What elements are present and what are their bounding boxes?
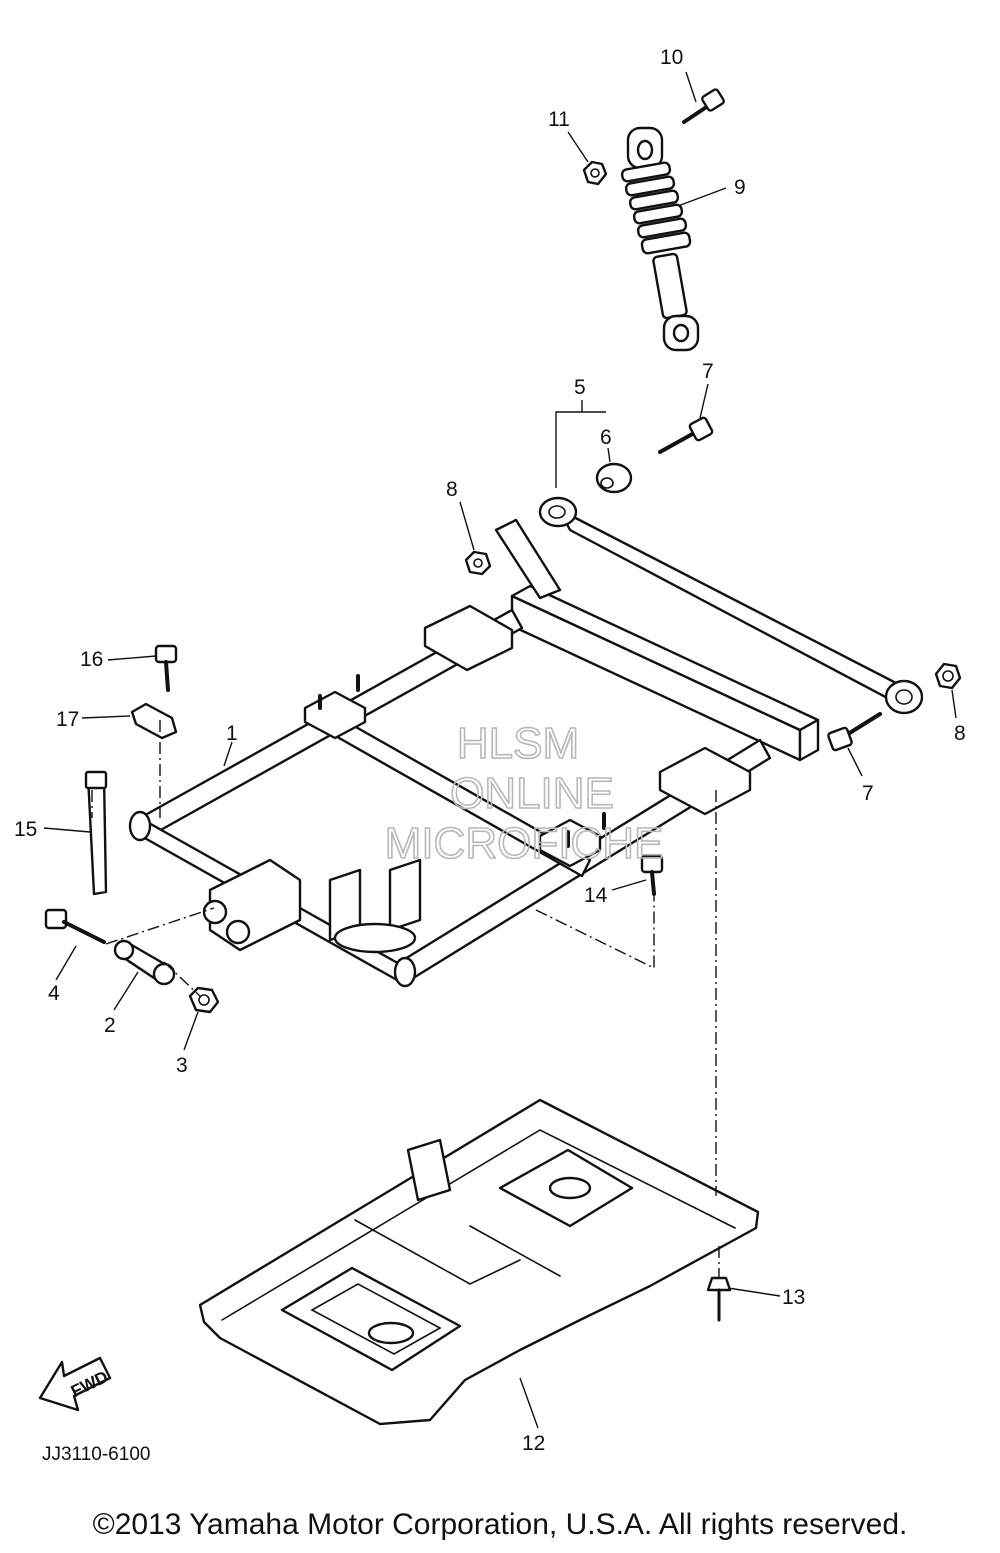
- callout-4: 4: [48, 982, 60, 1005]
- clamp-17[interactable]: [130, 702, 178, 740]
- callout-labels: 1 2 3 4 5 6 7 7 8 8 9 10 11 12 13 14 15 …: [14, 46, 966, 1455]
- bolt-16[interactable]: [154, 644, 178, 692]
- watermark-line-2: ONLINE: [450, 769, 614, 818]
- callout-8-right: 8: [954, 722, 966, 745]
- callout-7-lower: 7: [862, 782, 874, 805]
- frame[interactable]: [128, 518, 820, 988]
- bolt-10[interactable]: [682, 88, 725, 124]
- bolt-14[interactable]: [640, 854, 664, 896]
- callout-9: 9: [734, 176, 746, 199]
- callout-15: 15: [14, 818, 37, 841]
- watermark: HLSM ONLINE MICROFICHE: [384, 718, 664, 869]
- callout-6: 6: [600, 426, 612, 449]
- nut-8-upper[interactable]: [464, 550, 492, 576]
- rear-arm[interactable]: [538, 496, 924, 715]
- shock-absorber[interactable]: [620, 126, 700, 352]
- fwd-arrow-icon: FWD: [38, 1356, 112, 1412]
- callout-3: 3: [176, 1054, 188, 1077]
- callout-12: 12: [522, 1432, 545, 1455]
- callout-17: 17: [56, 708, 79, 731]
- watermark-line-1: HLSM: [457, 719, 579, 768]
- drawing-code: JJ3110-6100: [42, 1444, 150, 1465]
- callout-1: 1: [226, 722, 238, 745]
- bolt-7-upper[interactable]: [658, 416, 714, 454]
- nut-8-right[interactable]: [934, 662, 962, 690]
- callout-13: 13: [782, 1286, 805, 1309]
- leader-lines: [43, 71, 957, 1429]
- callout-8-upper: 8: [446, 478, 458, 501]
- strap-15[interactable]: [84, 770, 108, 896]
- skid-plate[interactable]: [198, 1098, 760, 1426]
- callout-2: 2: [104, 1014, 116, 1037]
- callout-14: 14: [584, 884, 608, 907]
- nut-3[interactable]: [188, 986, 220, 1014]
- callout-5: 5: [574, 376, 586, 399]
- bolt-4[interactable]: [44, 908, 106, 944]
- rivet-13[interactable]: [706, 1276, 732, 1322]
- callout-7-upper: 7: [702, 360, 714, 383]
- callout-16: 16: [80, 648, 103, 671]
- copyright-footer: ©2013 Yamaha Motor Corporation, U.S.A. A…: [92, 1508, 908, 1541]
- watermark-line-3: MICROFICHE: [385, 819, 664, 868]
- bolt-7-lower[interactable]: [827, 712, 882, 752]
- bushing-6[interactable]: [595, 462, 633, 494]
- callout-10: 10: [660, 46, 683, 69]
- nut-11[interactable]: [582, 160, 608, 186]
- callout-11: 11: [548, 108, 570, 131]
